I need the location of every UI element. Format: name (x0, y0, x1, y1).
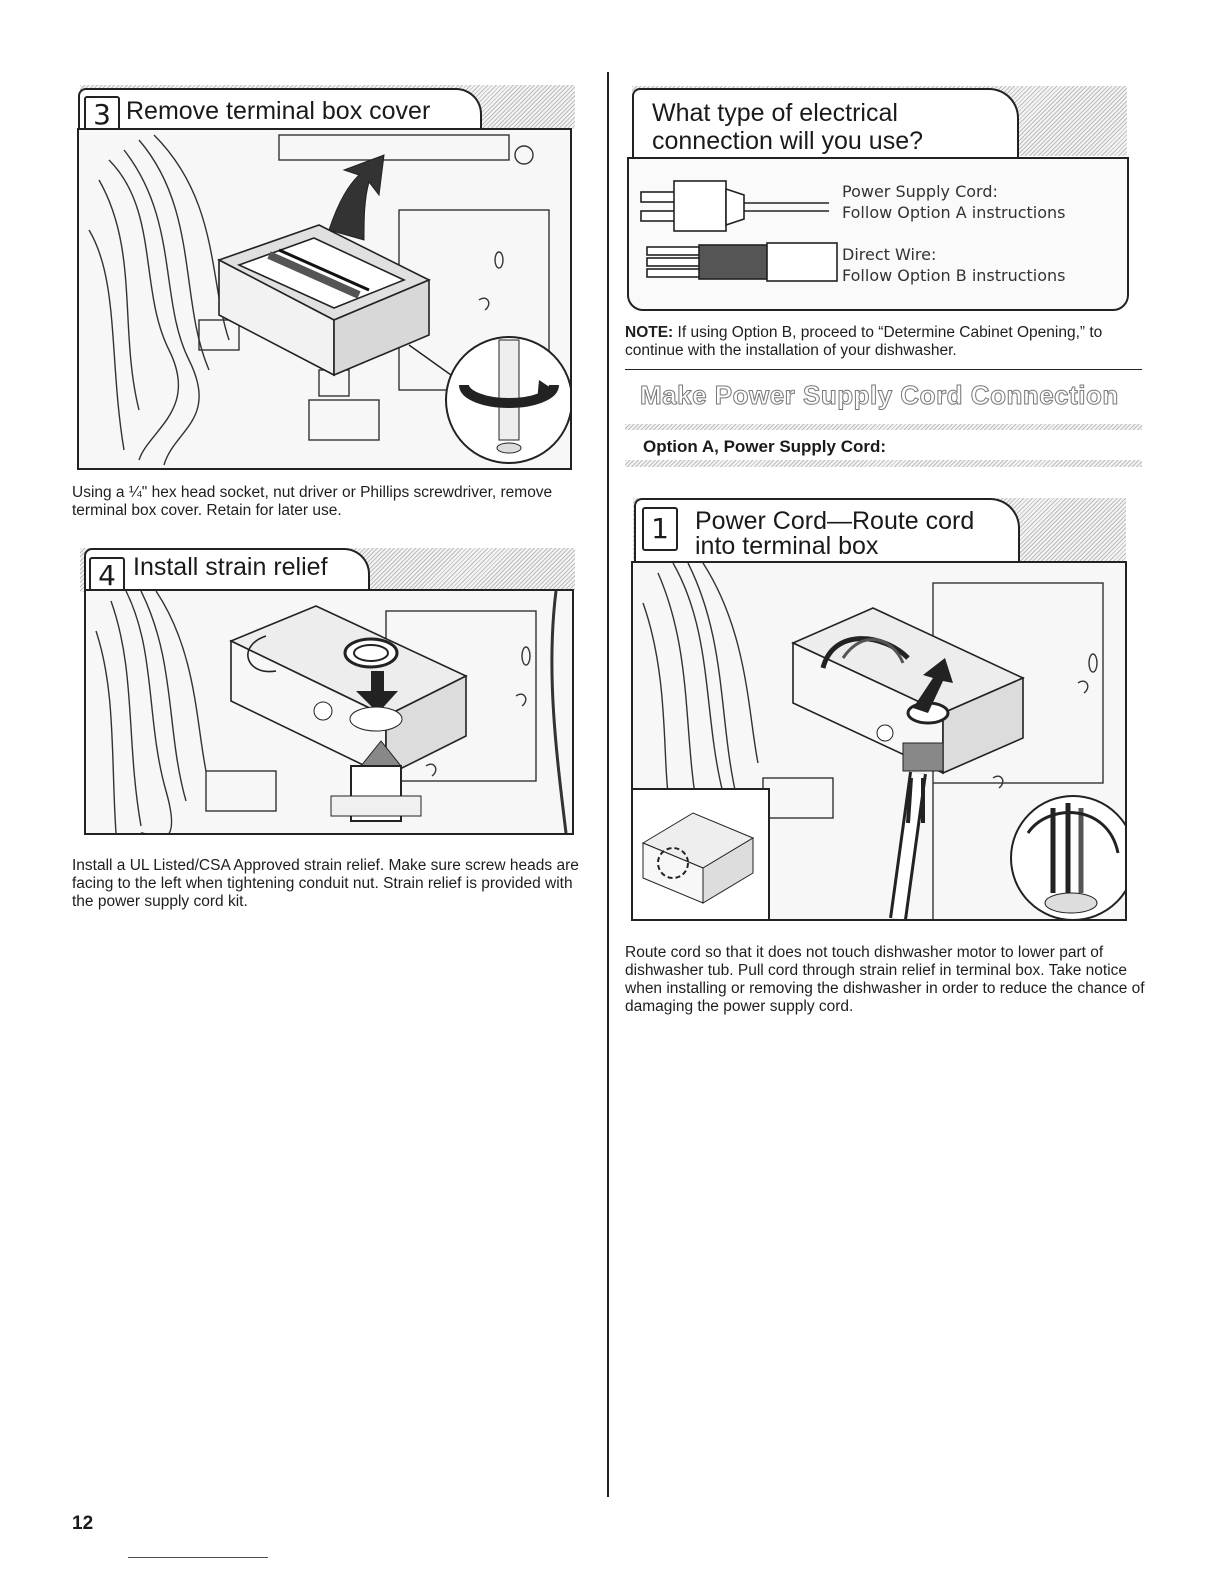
step1-header-tab (634, 498, 1020, 564)
electrical-title-line2: connection will you use? (652, 127, 923, 155)
step1-illustration (631, 561, 1127, 921)
step1-number: 1 (642, 507, 678, 551)
page-number: 12 (72, 1513, 94, 1534)
step4-header-tab (84, 548, 370, 592)
option-b-label-line1: Direct Wire: (842, 245, 937, 264)
step1-caption: Route cord so that it does not touch dis… (625, 944, 1145, 1015)
electrical-title-line1: What type of electrical (652, 99, 898, 127)
option-b-label-line2: Follow Option B instructions (842, 266, 1066, 285)
note-label: NOTE: (625, 324, 674, 341)
step1-title-line1: Power Cord—Route cord (695, 507, 975, 535)
section-rule-top (625, 369, 1142, 370)
note-paragraph: NOTE: If using Option B, proceed to “Det… (625, 324, 1145, 360)
step4-illustration (84, 589, 574, 835)
plug-and-wire-drawing (640, 180, 838, 282)
step3-title: Remove terminal box cover (126, 97, 431, 125)
route-cord-drawing (633, 563, 1125, 919)
step3-number: 3 (84, 96, 120, 134)
terminal-box-cover-removal-drawing (88, 134, 570, 466)
footer-link-rule (128, 1557, 268, 1558)
option-a-heading: Option A, Power Supply Cord: (643, 437, 887, 456)
electrical-header-tab (632, 88, 1019, 160)
step3-illustration (77, 128, 572, 470)
step4-title: Install strain relief (133, 553, 328, 581)
step4-number: 4 (89, 557, 125, 595)
electrical-options-box: Power Supply Cord: Follow Option A instr… (627, 157, 1129, 311)
option-a-label-line1: Power Supply Cord: (842, 182, 998, 201)
note-text: If using Option B, proceed to “Determine… (625, 324, 1103, 359)
section-title-underline (625, 424, 1142, 430)
strain-relief-install-drawing (95, 591, 568, 833)
column-divider (607, 72, 609, 1497)
section-title: Make Power Supply Cord Connection (640, 380, 1119, 411)
option-a-label-line2: Follow Option A instructions (842, 203, 1066, 222)
step4-caption: Install a UL Listed/CSA Approved strain … (72, 857, 579, 910)
step1-title-line2: into terminal box (695, 532, 879, 560)
option-a-heading-underline (625, 460, 1142, 467)
step3-caption: Using a ¼" hex head socket, nut driver o… (72, 484, 553, 519)
step3-header-tab (78, 88, 482, 132)
